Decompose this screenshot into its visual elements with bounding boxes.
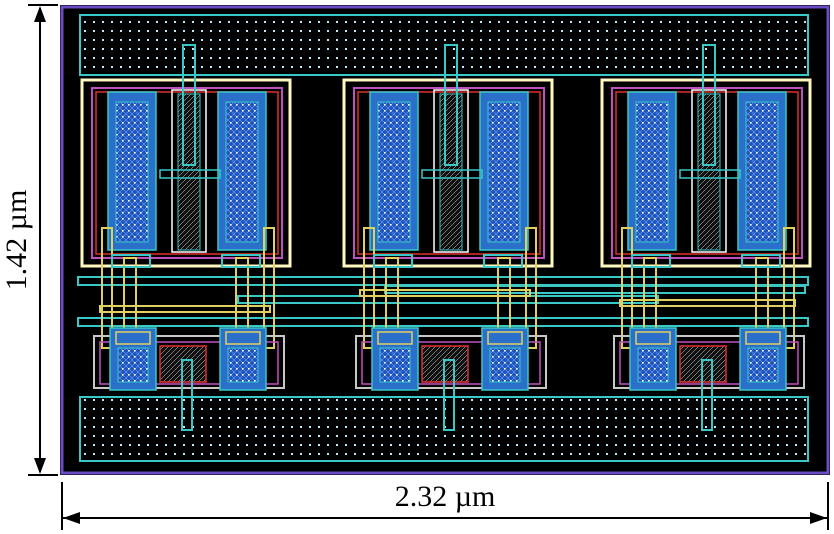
pdiff-outline [611,87,803,259]
nmos-poly-contact [745,331,781,345]
pmos-contact-array [225,101,259,243]
gate-column [691,89,727,253]
gate-strap [182,44,196,166]
poly-right [525,227,537,349]
poly-right [263,227,275,349]
nmos-poly-contact [635,331,671,345]
nmos-implant [619,341,799,385]
pmos-contact-right [483,254,523,268]
nmos-contact-array [379,347,411,383]
nmos-implant [99,341,279,385]
nmos-contact-array [489,347,521,383]
pmos-contact-array [745,101,779,243]
nmos-poly-contact [225,331,261,345]
gate-bar [159,169,221,179]
die-border [60,5,830,475]
nmos-gate-strap [443,359,455,431]
width-dimension [61,482,829,530]
nwell-outline [342,78,554,268]
pmos-contact-array [115,101,149,243]
poly-left [363,227,375,349]
gate-column [171,89,207,253]
nwell-outline [80,78,292,268]
nmos-poly-contact [115,331,151,345]
pdiff-outline [91,87,283,259]
height-label: 1.42 µm [0,190,33,291]
pmos-contact-right [741,254,781,268]
pmos-contact-array [487,101,521,243]
implant-outline [615,91,799,255]
cell-1 [80,44,292,431]
ndiff-outline [613,335,805,389]
nmos-contact-array [117,347,149,383]
gate-hatch [697,93,721,251]
nmos-contact-array [227,347,259,383]
height-dimension [28,4,58,476]
nmos-gate-strap [181,359,193,431]
ndiff-outline [93,335,285,389]
poly-left [101,227,113,349]
pmos-contact-array [635,101,669,243]
poly-right [783,227,795,349]
gate-strap [444,44,458,166]
nmos-contact-array [747,347,779,383]
gate-bar [679,169,741,179]
cell-2 [342,44,554,431]
nwell-outline [600,78,812,268]
nmos-gate-strap [701,359,713,431]
implant-outline [357,91,541,255]
gate-bar [421,169,483,179]
pdiff-outline [353,87,545,259]
nmos-poly-contact [377,331,413,345]
gate-column [433,89,469,253]
cell-group [80,44,812,431]
gate-hatch [439,93,463,251]
pmos-contact-left [631,254,671,268]
cell-3 [600,44,812,431]
nmos-contact-array [637,347,669,383]
pmos-contact-left [373,254,413,268]
ndiff-outline [355,335,547,389]
pmos-contact-right [221,254,261,268]
pmos-contact-array [377,101,411,243]
gate-hatch [177,93,201,251]
gate-strap [702,44,716,166]
nmos-implant [361,341,541,385]
pmos-contact-left [111,254,151,268]
width-label: 2.32 µm [395,480,496,513]
poly-left [621,227,633,349]
implant-outline [95,91,279,255]
nmos-poly-contact [487,331,523,345]
